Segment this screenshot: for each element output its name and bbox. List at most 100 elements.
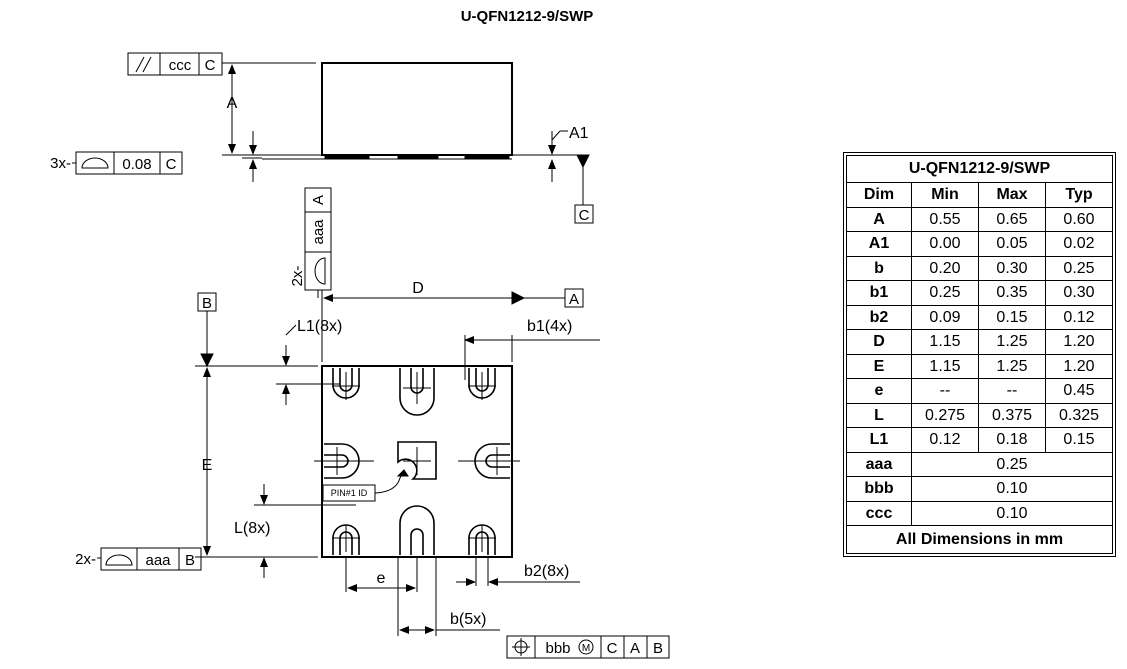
cell-min: 0.275 [911, 402, 979, 428]
mmc-modifier-icon [578, 639, 594, 655]
dim-label-e-pitch: e [377, 570, 386, 587]
pad-bottom-inner [410, 528, 424, 555]
fcf-position-datum-3: B [653, 640, 663, 657]
cell-value: 0.25 [911, 451, 1113, 477]
center-pad [397, 441, 437, 480]
table-header-row: Dim Min Max Typ [846, 182, 1113, 208]
col-header-typ: Typ [1045, 182, 1113, 208]
cell-max: 0.35 [978, 280, 1046, 306]
cell-dim: L [846, 402, 912, 428]
dim-label-d: D [412, 280, 424, 297]
dim-label-l: L(8x) [234, 520, 270, 537]
drawing-title: U-QFN1212-9/SWP [461, 8, 594, 25]
cell-dim: aaa [846, 451, 912, 477]
profile-surface-icon [314, 257, 326, 285]
cell-typ: 0.45 [1045, 378, 1113, 404]
fcf-bottom-tolerance: aaa [145, 552, 171, 569]
datum-c-label: C [579, 207, 590, 224]
cell-min: 0.00 [911, 231, 979, 257]
cell-value: 0.10 [911, 500, 1113, 526]
fcf-position [506, 635, 670, 659]
fcf-flatness [75, 151, 183, 175]
dim-label-e: E [202, 457, 213, 474]
fcf-parallelism-datum: C [205, 57, 216, 74]
cell-dim: b1 [846, 280, 912, 306]
fcf-flatness-tolerance: 0.08 [122, 156, 151, 173]
fcf-left-datum: A [310, 195, 327, 205]
cell-max: 0.65 [978, 206, 1046, 232]
bottom-view [97, 187, 670, 659]
fcf-position-tolerance: bbb [545, 640, 570, 657]
col-header-dim: Dim [846, 182, 912, 208]
cell-dim: E [846, 353, 912, 379]
cell-max: 0.05 [978, 231, 1046, 257]
cell-dim: L1 [846, 427, 912, 453]
leader-line [551, 130, 561, 141]
fcf-position-datum-2: A [630, 640, 640, 657]
datum-c-box [574, 204, 594, 224]
cell-typ: 0.15 [1045, 427, 1113, 453]
side-pad [464, 154, 510, 160]
dim-label-a1: A1 [569, 125, 589, 142]
cell-dim: b2 [846, 304, 912, 330]
col-header-max: Max [978, 182, 1046, 208]
dim-label-b: b(5x) [450, 611, 486, 628]
cell-max: 0.15 [978, 304, 1046, 330]
table-footer: All Dimensions in mm [846, 525, 1113, 554]
datum-a-box [564, 288, 584, 308]
dim-label-l1: L1(8x) [297, 318, 342, 335]
fcf-left-tolerance: aaa [310, 219, 327, 245]
side-pad [397, 154, 439, 160]
cell-typ: 0.02 [1045, 231, 1113, 257]
cell-typ: 0.12 [1045, 304, 1113, 330]
cell-min: 0.20 [911, 255, 979, 281]
datum-b-label: B [202, 295, 212, 312]
datum-c-triangle [576, 154, 590, 169]
cell-min: 0.09 [911, 304, 979, 330]
leader-line [285, 324, 297, 336]
side-view [72, 52, 594, 224]
cell-min: 0.55 [911, 206, 979, 232]
cell-max: 0.30 [978, 255, 1046, 281]
pin1-leader [374, 469, 405, 494]
fcf-flatness-datum: C [166, 156, 177, 173]
col-header-min: Min [911, 182, 979, 208]
parallelism-icon [135, 56, 145, 73]
dim-label-b2: b2(8x) [524, 563, 569, 580]
pin1-id-label: PIN#1 ID [331, 488, 368, 498]
fcf-position-modifier: M [582, 643, 590, 654]
pad-bottom-outer [399, 505, 435, 555]
fcf-position-datum-1: C [607, 640, 618, 657]
fcf-parallelism-tolerance: ccc [169, 57, 192, 74]
cell-min: -- [911, 378, 979, 404]
cell-typ: 0.25 [1045, 255, 1113, 281]
cell-max: 0.18 [978, 427, 1046, 453]
side-pad [324, 154, 370, 160]
fcf-parallelism [127, 52, 223, 76]
cell-typ: 1.20 [1045, 353, 1113, 379]
fcf-bottom-prefix: 2x- [75, 551, 96, 568]
cell-min: 1.15 [911, 329, 979, 355]
cell-dim: e [846, 378, 912, 404]
cell-dim: ccc [846, 500, 912, 526]
profile-surface-icon [105, 554, 133, 566]
cell-dim: A [846, 206, 912, 232]
datum-b-triangle [200, 353, 214, 368]
cell-dim: A1 [846, 231, 912, 257]
table-title: U-QFN1212-9/SWP [846, 155, 1113, 183]
cell-max: -- [978, 378, 1046, 404]
cell-min: 0.25 [911, 280, 979, 306]
pad-top-outer [399, 368, 435, 416]
cell-min: 0.12 [911, 427, 979, 453]
